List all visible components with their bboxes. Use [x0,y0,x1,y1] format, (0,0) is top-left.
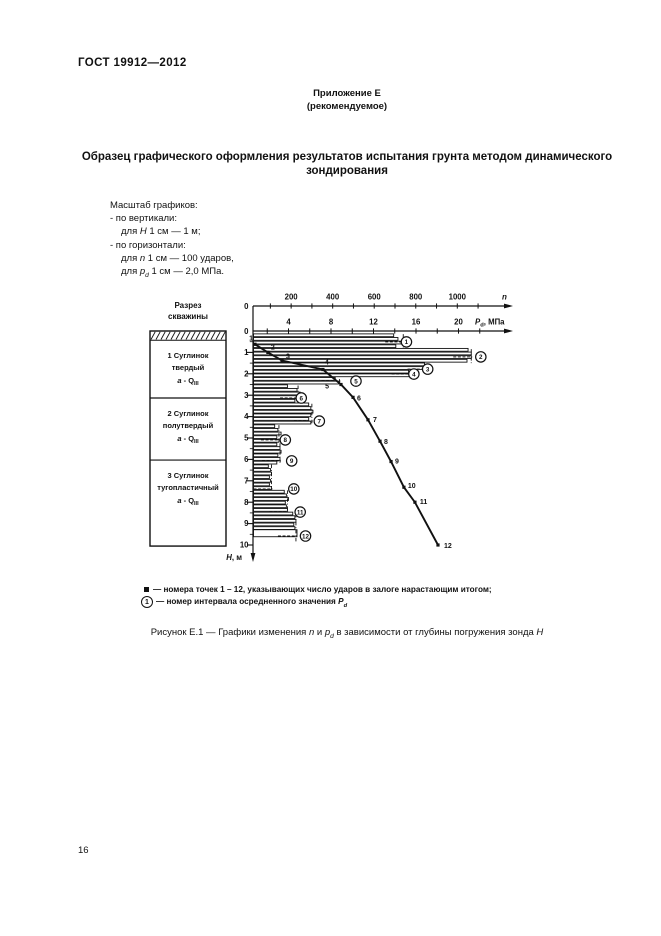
svg-text:4: 4 [244,412,249,421]
circled-number-icon: 1 [141,596,153,608]
page-number: 16 [78,845,89,856]
svg-text:тугопластичный: тугопластичный [157,483,219,492]
svg-text:3 Суглинок: 3 Суглинок [167,471,208,480]
doc-header: ГОСТ 19912—2012 [78,57,187,69]
svg-text:8: 8 [284,437,288,444]
svg-text:5: 5 [354,378,358,385]
svg-text:6: 6 [244,455,249,464]
svg-text:11: 11 [420,499,428,506]
figure-caption: Рисунок Е.1 — Графики изменения n и рd в… [150,627,544,640]
svg-text:3: 3 [426,366,430,373]
svg-text:9: 9 [290,458,294,465]
svg-text:2: 2 [244,369,249,378]
svg-text:а - QIII: а - QIII [177,376,199,387]
svg-text:12: 12 [444,543,452,550]
svg-text:6: 6 [299,395,303,402]
svg-text:5: 5 [325,384,329,391]
legend-row-interval: 1 — номер интервала осредненного значени… [141,596,492,609]
svg-text:12: 12 [369,318,378,327]
appendix-note: (рекомендуемое) [306,101,388,112]
svg-text:9: 9 [244,519,249,528]
appendix-label: Приложение Е [313,88,381,99]
svg-text:Рd, МПа: Рd, МПа [475,318,505,329]
svg-text:3: 3 [244,391,249,400]
scale-line: - по горизонтали: [110,239,186,251]
scale-line: Масштаб графиков: [110,200,198,211]
svg-text:1000: 1000 [449,293,467,302]
svg-text:1: 1 [405,339,409,346]
svg-text:7: 7 [373,417,377,424]
svg-text:16: 16 [412,318,421,327]
svg-text:8: 8 [329,318,334,327]
svg-text:5: 5 [244,434,249,443]
svg-text:12: 12 [302,533,310,540]
scale-line: - по вертикали: [110,213,177,225]
svg-text:20: 20 [454,318,463,327]
svg-text:а - QIII: а - QIII [177,434,199,445]
svg-text:0: 0 [244,327,249,336]
svg-text:твердый: твердый [172,363,205,372]
svg-text:1: 1 [244,348,249,357]
svg-text:2: 2 [479,354,483,361]
svg-text:10: 10 [290,486,298,493]
figure-legend: — номера точек 1 – 12, указывающих число… [141,584,492,610]
legend-text: — номера точек 1 – 12, указывающих число… [153,585,492,594]
svg-text:1: 1 [249,335,253,342]
svg-text:800: 800 [409,293,423,302]
svg-text:10: 10 [240,541,249,550]
legend-row-points: — номера точек 1 – 12, указывающих число… [141,584,492,595]
appendix-block: Приложение Е (рекомендуемое) [37,87,657,113]
svg-text:4: 4 [325,360,329,367]
svg-text:1 Суглинок: 1 Суглинок [167,351,208,360]
svg-text:Н, м: Н, м [226,553,242,562]
svg-text:Разрез: Разрез [174,301,201,310]
svg-text:11: 11 [297,509,304,516]
svg-text:600: 600 [368,293,382,302]
svg-text:7: 7 [318,418,322,425]
svg-text:4: 4 [412,371,416,378]
svg-text:2: 2 [271,344,275,351]
svg-text:4: 4 [286,318,291,327]
svg-text:9: 9 [395,459,399,466]
scale-line: для рd 1 см — 2,0 МПа. [121,266,225,279]
svg-text:10: 10 [408,483,416,490]
sounding-chart: Разрез скважины 1 Суглинок твердый а - QIII 2… [149,293,513,562]
point-marker-icon [144,587,149,592]
scale-line: для n 1 см — 100 ударов, [121,252,234,264]
svg-text:3: 3 [286,354,290,361]
svg-text:400: 400 [326,293,340,302]
svg-text:7: 7 [244,476,248,485]
svg-text:а - QIII: а - QIII [177,496,199,507]
svg-text:6: 6 [357,395,361,402]
sounding-chart-figure: Разрез скважины 1 Суглинок твердый а - QIII 2… [138,283,558,575]
scale-line: для Н 1 см — 1 м; [121,226,201,238]
svg-text:0: 0 [244,302,249,311]
svg-text:2 Суглинок: 2 Суглинок [167,409,208,418]
svg-text:скважины: скважины [168,312,208,321]
scale-note: Масштаб графиков: - по вертикали: для Н … [110,199,234,279]
svg-text:8: 8 [244,498,249,507]
legend-text: — номер интервала осредненного значения … [156,597,348,609]
svg-text:полутвердый: полутвердый [163,421,214,430]
page-title: Образец графического оформления результа… [81,151,613,177]
svg-text:n: n [502,293,507,302]
svg-text:8: 8 [384,439,388,446]
svg-text:200: 200 [285,293,299,302]
